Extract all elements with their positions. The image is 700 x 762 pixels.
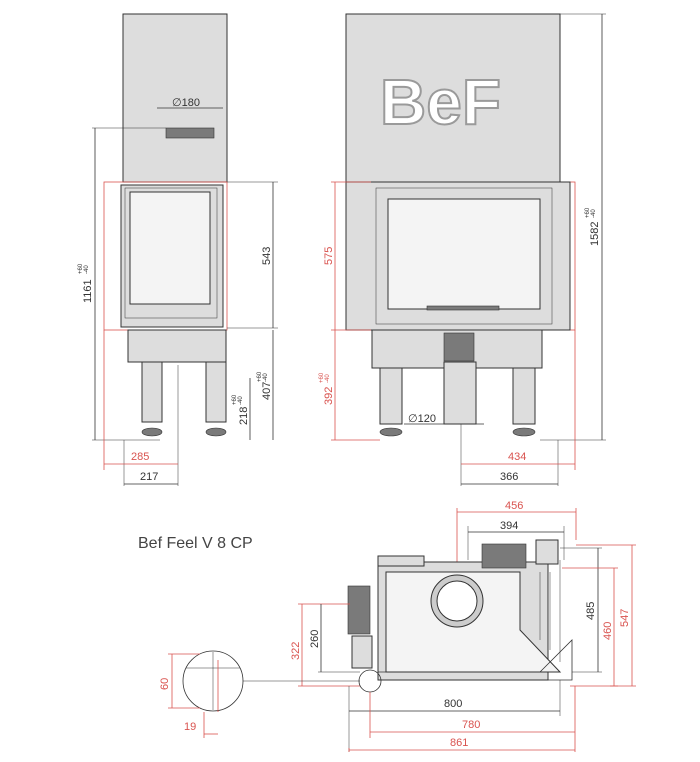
plan-456-label: 456 <box>505 500 523 512</box>
flue-outlet <box>165 127 215 139</box>
plan-detail-marker <box>358 669 382 693</box>
side-total-height-label: 1582 <box>589 222 601 246</box>
side-door-handle <box>426 305 500 311</box>
model-title: Bef Feel V 8 CP <box>138 535 253 552</box>
front-door-height-label: 543 <box>261 247 273 265</box>
side-foot-left <box>379 427 403 437</box>
detail-60-label: 60 <box>159 678 171 690</box>
side-base-height-tol-plus: +60 <box>319 372 325 383</box>
front-door-frame <box>124 187 218 319</box>
plan-322-label: 322 <box>290 642 302 660</box>
front-base <box>127 329 227 363</box>
front-foot-right <box>205 427 227 437</box>
side-door-height-label: 575 <box>323 247 335 265</box>
front-leg-right <box>205 361 227 423</box>
plan-800-label: 800 <box>444 698 462 710</box>
plan-mechanism-left <box>347 585 371 635</box>
plan-780-label: 780 <box>462 719 480 731</box>
plan-view: 456 394 485 460 547 <box>159 500 636 752</box>
bef-logo: BeF <box>380 66 501 138</box>
plan-flue-inner <box>436 580 478 622</box>
front-base-height-tol-minus: -40 <box>263 373 269 382</box>
front-width-black-label: 217 <box>140 471 158 483</box>
front-total-height-tol-minus: -40 <box>84 265 90 274</box>
plan-mechanism-left-box <box>351 635 373 669</box>
front-total-height-label: 1161 <box>82 279 94 303</box>
front-door-glass <box>129 191 211 305</box>
side-base-height-tol-minus: -40 <box>325 374 331 383</box>
plan-547-label: 547 <box>619 609 631 627</box>
side-foot-right <box>512 427 536 437</box>
plan-460-label: 460 <box>602 622 614 640</box>
side-total-height-tol-minus: -40 <box>591 209 597 218</box>
front-base-height-label: 407 <box>261 382 273 400</box>
front-leg-height-tol-minus: -40 <box>238 396 244 405</box>
front-leg-left <box>141 361 163 423</box>
plan-485-label: 485 <box>585 602 597 620</box>
plan-mechanism-top <box>481 543 527 569</box>
air-diameter-label: ∅120 <box>408 413 436 425</box>
side-air-duct <box>443 332 475 362</box>
side-flue-housing <box>345 13 561 183</box>
front-leg-height-tol-plus: +60 <box>232 394 238 405</box>
flue-diameter-label: ∅180 <box>172 97 200 109</box>
plan-861-label: 861 <box>450 737 468 749</box>
front-leg-height-label: 218 <box>238 407 250 425</box>
side-base-height-label: 392 <box>323 387 335 405</box>
front-width-red-label: 285 <box>131 451 149 463</box>
side-total-height-tol-plus: +60 <box>585 207 591 218</box>
side-width-black-label: 366 <box>500 471 518 483</box>
side-leg-right <box>512 367 536 425</box>
plan-outer-edge <box>377 639 573 681</box>
plan-260-label: 260 <box>309 630 321 648</box>
front-base-height-tol-plus: +60 <box>257 371 263 382</box>
side-door-glass <box>387 198 541 310</box>
front-total-height-tol-plus: +60 <box>78 263 84 274</box>
front-flue-housing <box>122 13 228 183</box>
side-leg-left <box>379 367 403 425</box>
plan-mechanism-right <box>535 539 559 565</box>
front-view: ∅180 1161 +60 -40 543 407 +60 -40 218 +6… <box>78 13 278 486</box>
plan-394-label: 394 <box>500 520 518 532</box>
side-door-frame <box>375 187 553 325</box>
side-width-red-label: 434 <box>508 451 526 463</box>
side-air-pipe <box>443 361 477 425</box>
side-view: BeF ∅120 1582 +60 -40 575 392 +60 -40 <box>319 13 606 486</box>
detail-19-label: 19 <box>184 721 196 733</box>
plan-top-bracket <box>377 555 425 567</box>
front-foot-left <box>141 427 163 437</box>
